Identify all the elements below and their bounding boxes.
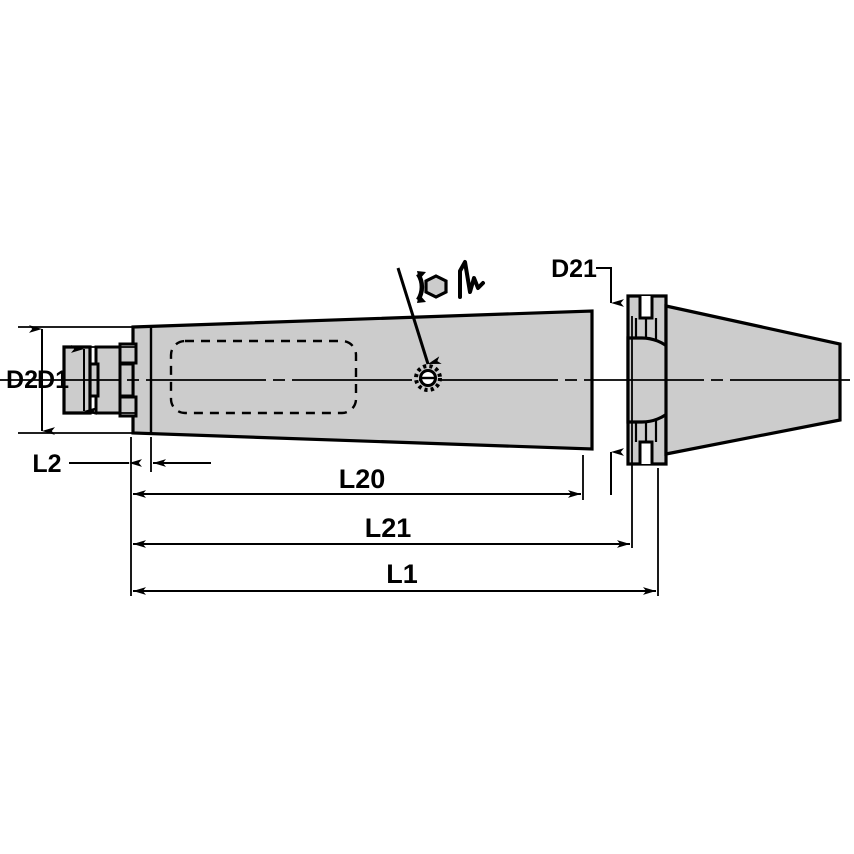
flange-top-notch bbox=[638, 296, 654, 320]
dimension-l20: L20 bbox=[133, 464, 581, 498]
dimension-l2: L2 bbox=[32, 450, 211, 478]
dimension-d1: D1 bbox=[37, 345, 97, 415]
set-screw-icon bbox=[414, 364, 442, 392]
internal-bore-hidden-outline bbox=[169, 339, 358, 415]
dimension-d2: D2 bbox=[6, 325, 55, 435]
flange-bottom-notch bbox=[638, 440, 654, 464]
hex-key-tighten-icon bbox=[416, 260, 485, 303]
dimension-l1-label: L1 bbox=[386, 559, 418, 589]
dimension-d2-label: D2 bbox=[6, 366, 38, 394]
dimension-l21-label: L21 bbox=[365, 513, 412, 543]
dimension-l1: L1 bbox=[133, 559, 656, 595]
dimension-l20-label: L20 bbox=[339, 464, 386, 494]
dimension-l2-label: L2 bbox=[32, 450, 61, 478]
dimension-d21: D21 bbox=[551, 255, 624, 495]
dimension-l21: L21 bbox=[133, 513, 630, 548]
torque-leader-line bbox=[396, 267, 442, 365]
dimension-d1-label: D1 bbox=[37, 366, 69, 394]
dimension-d21-label: D21 bbox=[551, 255, 597, 283]
